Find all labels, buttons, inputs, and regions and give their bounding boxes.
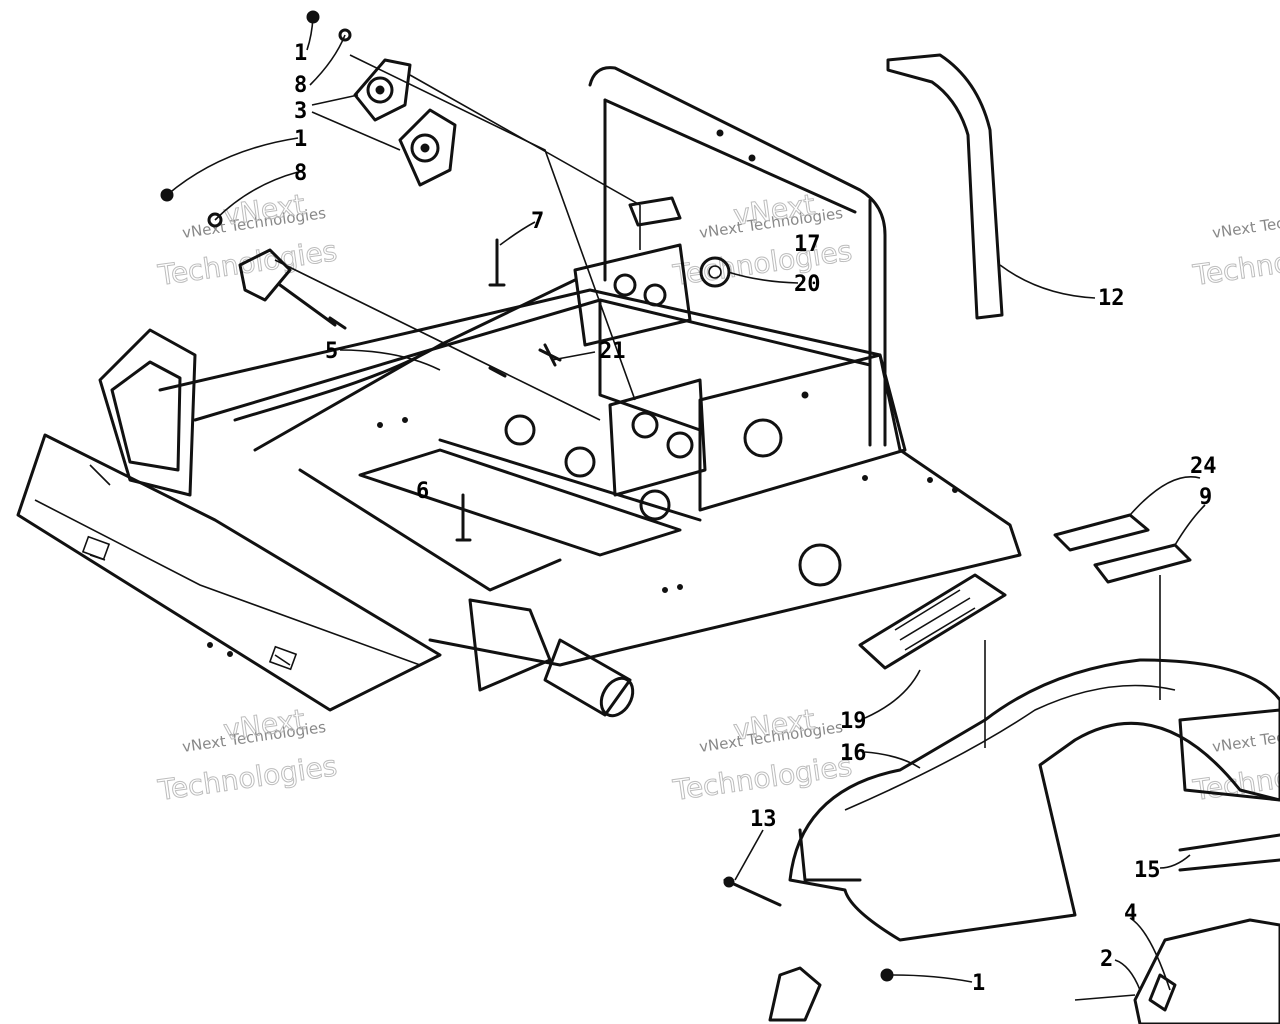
part-17-pad (628, 196, 682, 227)
watermark-text: vNext Technologies (1211, 718, 1280, 756)
watermark-text: Technologies (155, 234, 339, 292)
leader-lines (166, 16, 1206, 1001)
callout-label: 5 (325, 339, 338, 364)
chassis-frame (16, 66, 1022, 718)
part-15-bracket (1178, 708, 1280, 872)
callout-labels: 1 8 3 1 8 7 17 20 12 5 21 6 24 9 19 16 1… (294, 41, 1217, 996)
callout-label: 17 (794, 232, 821, 257)
watermark-text: Technologies (670, 749, 854, 807)
part-19-decal (858, 573, 1007, 670)
callout-label: 20 (794, 272, 821, 297)
part-12-rail (886, 53, 1004, 320)
part-5-bracket (238, 248, 347, 330)
callout-label: 6 (416, 479, 429, 504)
callout-label: 16 (840, 741, 867, 766)
callout-label: 8 (294, 161, 307, 186)
callout-label: 1 (294, 127, 307, 152)
callout-label: 7 (531, 209, 544, 234)
callout-label: 1 (972, 971, 985, 996)
callout-label: 4 (1124, 901, 1137, 926)
callout-label: 15 (1134, 858, 1161, 883)
bottom-hardware (723, 876, 1280, 1024)
callout-label: 9 (1199, 485, 1212, 510)
callout-label: 19 (840, 709, 867, 734)
callout-label: 12 (1098, 286, 1125, 311)
watermark-text: Technologies (670, 234, 854, 292)
part-9-decal (1093, 543, 1192, 584)
callout-label: 8 (294, 73, 307, 98)
watermark-group: vNext Technologies vNext Technologies vN… (155, 187, 1280, 807)
part-16-fender (788, 658, 1280, 942)
callout-label: 24 (1190, 454, 1217, 479)
part-24-decal (1053, 513, 1150, 552)
watermark-text: Technologies (1190, 234, 1280, 292)
callout-label: 1 (294, 41, 307, 66)
callout-label: 21 (599, 339, 626, 364)
part-3-brackets (160, 10, 457, 228)
watermark-text: Technologies (155, 749, 339, 807)
callout-label: 13 (750, 807, 777, 832)
callout-label: 2 (1100, 947, 1113, 972)
callout-label: 3 (294, 99, 307, 124)
watermark-text: vNext Technologies (1211, 204, 1280, 242)
